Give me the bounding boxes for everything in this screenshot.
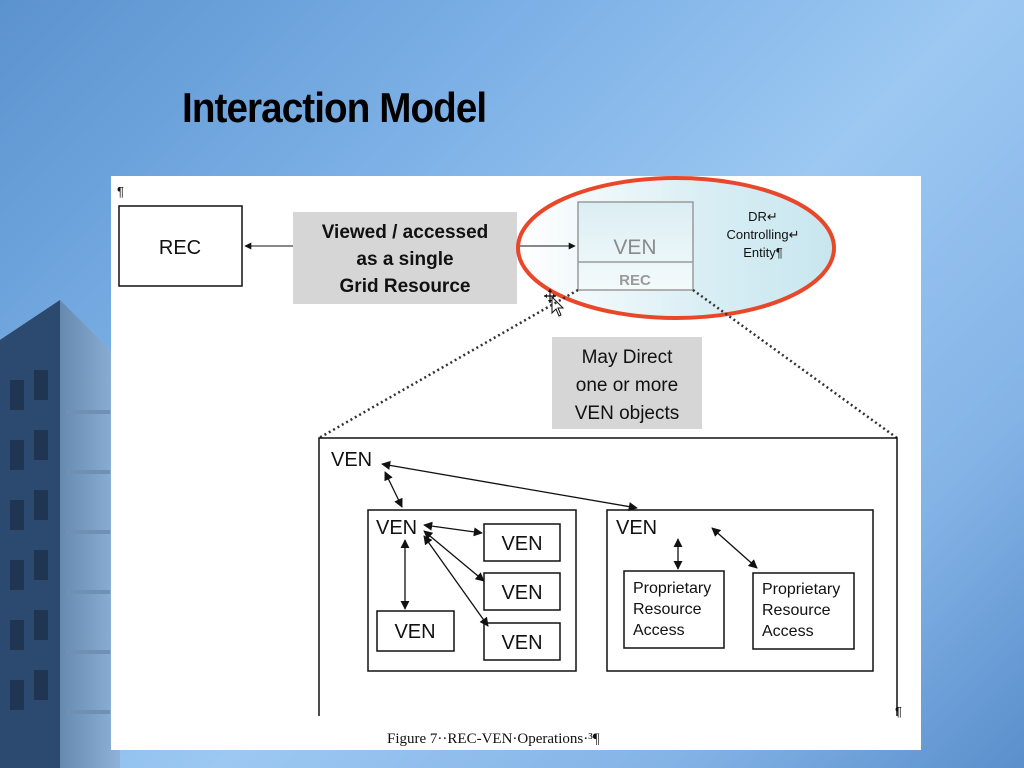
- arrow-left-to-child-3: [423, 535, 489, 627]
- rec-box: [118, 205, 243, 287]
- building-background-image: [0, 300, 120, 768]
- prop2-line-3: Access: [762, 623, 814, 640]
- may-direct-line-1: May Direct: [582, 347, 674, 368]
- prop2-line-2: Resource: [762, 602, 831, 619]
- child-ven-label-2: VEN: [501, 582, 542, 604]
- zoom-line-right: [692, 288, 898, 440]
- callout-line-2: as a single: [356, 249, 453, 270]
- right-ven-label: VEN: [616, 517, 657, 539]
- dr-label-line-3: Entity¶: [743, 245, 783, 260]
- arrow-right-to-prop2: [711, 527, 758, 569]
- callout-line-1: Viewed / accessed: [322, 222, 489, 243]
- end-pilcrow: ¶: [895, 704, 902, 719]
- figure-panel: ¶ REC Viewed / accessed as a single Grid…: [111, 176, 921, 750]
- outer-ven-label: VEN: [331, 449, 372, 471]
- left-ven-label: VEN: [376, 517, 417, 539]
- may-direct-callout: [552, 337, 702, 429]
- ven-rec-box: [577, 201, 694, 291]
- prop1-line-1: Proprietary: [633, 580, 711, 597]
- proprietary-box-2: [752, 572, 855, 650]
- proprietary-box-1: [623, 570, 725, 649]
- rec-ven-diagram: ¶ REC Viewed / accessed as a single Grid…: [117, 176, 902, 747]
- bottom-ven-box: [376, 610, 455, 652]
- rec-label: REC: [159, 237, 201, 259]
- rec-sub-label: REC: [619, 272, 651, 289]
- may-direct-line-3: VEN objects: [575, 403, 680, 424]
- prop1-line-3: Access: [633, 622, 685, 639]
- child-ven-label-1: VEN: [501, 533, 542, 555]
- dr-label-line-2: Controlling↵: [726, 227, 799, 242]
- callout-line-3: Grid Resource: [340, 276, 471, 297]
- grid-resource-callout: [293, 212, 517, 304]
- may-direct-line-2: one or more: [576, 375, 678, 396]
- prop1-line-2: Resource: [633, 601, 702, 618]
- bottom-ven-label: VEN: [394, 621, 435, 643]
- arrow-outer-to-right: [381, 460, 638, 512]
- prop2-line-1: Proprietary: [762, 581, 840, 598]
- outer-ven-box: [318, 437, 898, 716]
- move-cursor-icon: [544, 289, 565, 317]
- ven-top-label: VEN: [613, 236, 656, 259]
- arrow-outer-to-left: [384, 471, 403, 508]
- child-ven-box-3: [483, 622, 561, 661]
- top-pilcrow: ¶: [117, 184, 124, 199]
- child-ven-label-3: VEN: [501, 632, 542, 654]
- slide-title: Interaction Model: [182, 84, 487, 131]
- dr-label-line-1: DR↵: [748, 209, 778, 224]
- highlight-ellipse: [516, 176, 836, 320]
- figure-caption: Figure 7··REC-VEN·Operations·³¶: [387, 731, 600, 747]
- zoom-line-left: [318, 288, 579, 440]
